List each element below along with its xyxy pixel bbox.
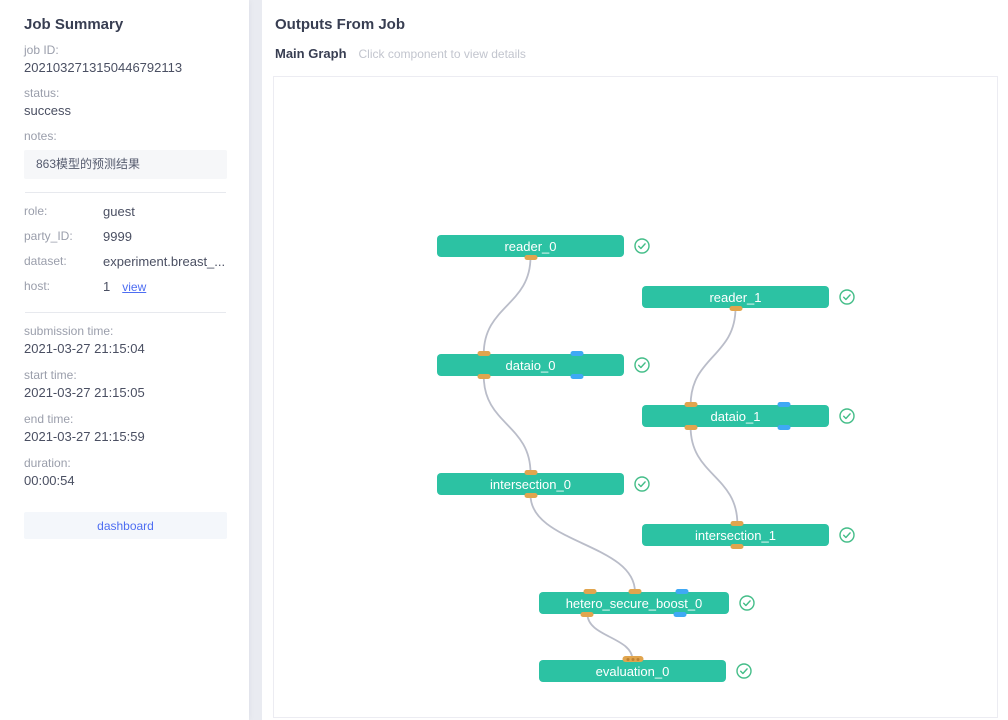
- role-row: role: guest: [24, 199, 227, 224]
- duration-value: 00:00:54: [24, 473, 75, 488]
- graph-node-label: intersection_1: [695, 527, 776, 543]
- field-label: notes:: [24, 129, 57, 143]
- graph-node-label: reader_1: [709, 289, 762, 305]
- divider: [25, 192, 226, 193]
- success-check-icon: [839, 527, 855, 543]
- view-host-link[interactable]: view: [122, 279, 147, 294]
- field-label: role:: [24, 204, 48, 218]
- field-label: start time:: [24, 368, 77, 382]
- field-label: status:: [24, 86, 60, 100]
- notes-box: 863模型的预测结果: [24, 150, 227, 179]
- submission-time-field: submission time: 2021-03-27 21:15:04: [24, 324, 227, 357]
- graph-node-reader_1[interactable]: reader_1: [642, 286, 829, 311]
- data-port-orange: [628, 589, 642, 594]
- graph-node-label: evaluation_0: [595, 663, 670, 679]
- graph-edge-reader_1-to-dataio_1: [689, 307, 737, 406]
- panel-title: Job Summary: [24, 16, 124, 33]
- model-port-blue: [777, 402, 791, 407]
- field-label: party_ID:: [24, 229, 73, 243]
- graph-header: Main Graph Click component to view detai…: [275, 46, 998, 61]
- start-time-value: 2021-03-27 21:15:05: [24, 385, 145, 400]
- dashboard-button[interactable]: dashboard: [24, 512, 227, 539]
- multi-data-port-orange: [622, 656, 643, 662]
- status-field: status: success: [24, 86, 227, 119]
- job-id-value: 2021032713150446792113: [24, 60, 183, 75]
- graph-node-reader_0[interactable]: reader_0: [437, 235, 624, 260]
- start-time-field: start time: 2021-03-27 21:15:05: [24, 368, 227, 401]
- divider: [25, 312, 226, 313]
- field-label: job ID:: [24, 43, 59, 57]
- data-port-orange: [524, 470, 537, 475]
- graph-hint: Click component to view details: [358, 47, 526, 61]
- data-port-orange: [477, 351, 491, 356]
- graph-node-dataio_0[interactable]: dataio_0: [437, 351, 624, 379]
- data-port-orange: [477, 374, 491, 379]
- job-id-field: job ID: 2021032713150446792113: [24, 43, 227, 76]
- duration-field: duration: 00:00:54: [24, 456, 227, 489]
- submission-time-value: 2021-03-27 21:15:04: [24, 341, 145, 356]
- data-port-orange: [583, 589, 597, 594]
- graph-node-evaluation_0[interactable]: evaluation_0: [539, 656, 726, 682]
- end-time-field: end time: 2021-03-27 21:15:59: [24, 412, 227, 445]
- model-port-blue: [675, 589, 688, 594]
- graph-edges-layer: [482, 256, 739, 661]
- field-label: dataset:: [24, 254, 67, 268]
- data-port-orange: [684, 425, 698, 430]
- success-check-icon: [839, 289, 855, 305]
- graph-node-hetero_secure_boost_0[interactable]: hetero_secure_boost_0: [539, 589, 729, 617]
- model-port-blue: [777, 425, 791, 430]
- host-row: host: 1 view: [24, 274, 227, 299]
- graph-canvas[interactable]: reader_0 reader_1 dataio_0 dataio_1 intersec…: [273, 76, 998, 718]
- data-port-orange: [524, 255, 537, 260]
- graph-title: Main Graph: [275, 46, 347, 61]
- graph-node-label: dataio_1: [710, 408, 761, 424]
- data-port-orange: [730, 521, 744, 526]
- graph-node-dataio_1[interactable]: dataio_1: [642, 402, 829, 430]
- data-port-orange: [580, 612, 594, 617]
- field-label: host:: [24, 279, 51, 293]
- field-label: duration:: [24, 456, 71, 470]
- success-check-icon: [634, 476, 650, 492]
- graph-edge-dataio_1-to-intersection_1: [689, 426, 739, 525]
- outputs-panel: Outputs From Job Main Graph Click compon…: [262, 0, 1008, 720]
- party-id-value: 9999: [103, 229, 132, 244]
- status-value: success: [24, 103, 71, 118]
- dataset-row: dataset: experiment.breast_...: [24, 249, 227, 274]
- success-check-icon: [839, 408, 855, 424]
- graph-edge-hetero_secure_boost_0-to-evaluation_0: [586, 613, 634, 661]
- party-id-row: party_ID: 9999: [24, 224, 227, 249]
- page-title: Outputs From Job: [275, 16, 405, 33]
- graph-edge-dataio_0-to-intersection_0: [482, 375, 532, 474]
- role-value: guest: [103, 204, 135, 219]
- end-time-value: 2021-03-27 21:15:59: [24, 429, 145, 444]
- model-port-blue: [570, 351, 584, 356]
- graph-node-label: reader_0: [504, 238, 557, 254]
- data-port-orange: [684, 402, 698, 407]
- field-label: submission time:: [24, 324, 114, 338]
- success-check-icon: [634, 238, 650, 254]
- graph-edge-intersection_0-to-hetero_secure_boost_0: [529, 494, 636, 593]
- graph-edge-reader_0-to-dataio_0: [482, 256, 532, 355]
- graph-node-label: intersection_0: [490, 476, 571, 492]
- graph-node-intersection_1[interactable]: intersection_1: [642, 521, 829, 549]
- graph-node-label: dataio_0: [505, 357, 556, 373]
- data-port-orange: [524, 493, 537, 498]
- graph-node-intersection_0[interactable]: intersection_0: [437, 470, 624, 498]
- model-port-blue: [673, 612, 687, 617]
- success-check-icon: [634, 357, 650, 373]
- graph-node-label: hetero_secure_boost_0: [565, 595, 703, 611]
- dataset-value: experiment.breast_...: [103, 254, 226, 269]
- model-port-blue: [570, 374, 584, 379]
- data-port-orange: [730, 544, 744, 549]
- success-check-icon: [739, 595, 755, 611]
- notes-field: notes: 863模型的预测结果: [24, 129, 227, 179]
- success-check-icon: [736, 663, 752, 679]
- field-label: end time:: [24, 412, 74, 426]
- job-summary-panel: Job Summary job ID: 20210327131504467921…: [0, 0, 249, 720]
- data-port-orange: [729, 306, 742, 311]
- host-value: 1: [103, 279, 111, 294]
